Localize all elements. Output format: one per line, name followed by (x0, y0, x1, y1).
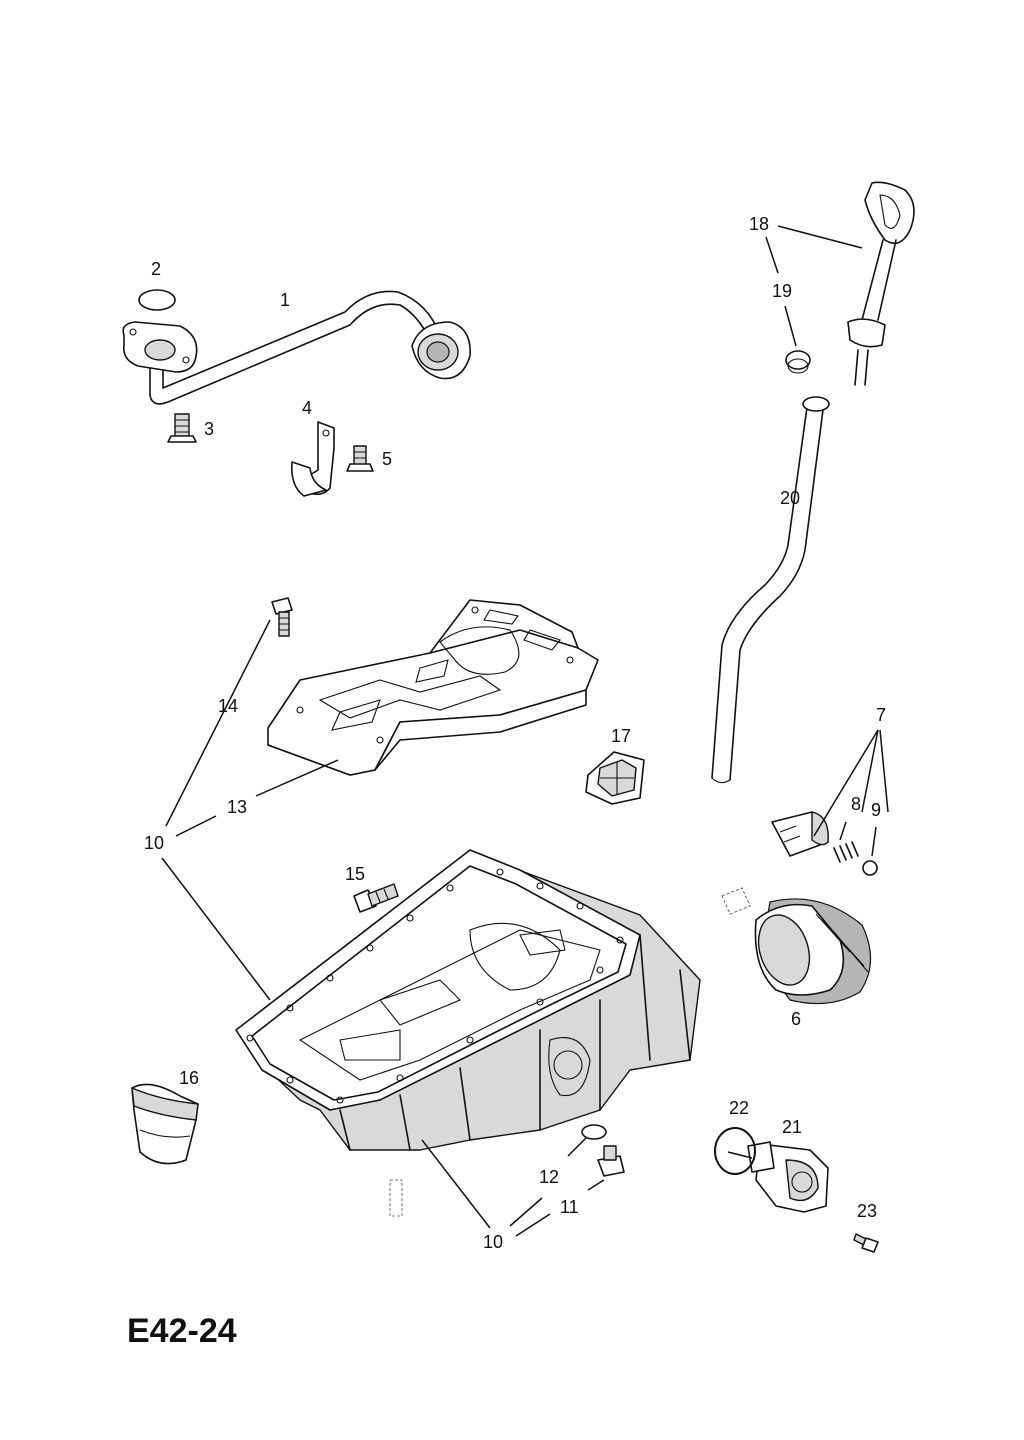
callout-14: 14 (218, 696, 238, 716)
callout-12: 12 (539, 1167, 559, 1187)
dipstick-seal-ring (785, 350, 811, 374)
drain-plug-washer (581, 1124, 607, 1140)
pipe-bracket (290, 421, 335, 497)
callout-7: 7 (876, 705, 886, 725)
oil-filter (754, 898, 872, 1005)
callout-21: 21 (782, 1117, 802, 1137)
baffle-bolt (271, 597, 293, 637)
callout-10-lower: 10 (483, 1232, 503, 1252)
callout-18: 18 (749, 214, 769, 234)
seal-ring (138, 289, 176, 311)
oil-strainer (585, 751, 645, 805)
callout-15: 15 (345, 864, 365, 884)
callout-16: 16 (179, 1068, 199, 1088)
oil-dipstick (847, 181, 915, 386)
callout-23: 23 (857, 1201, 877, 1221)
oil-pan (235, 849, 701, 1151)
housing-bolt (853, 1233, 879, 1253)
filter-housing (747, 1141, 829, 1213)
callout-2: 2 (151, 259, 161, 279)
housing-seal-ring (714, 1127, 756, 1175)
callout-8: 8 (851, 794, 861, 814)
relief-valve-plug (771, 811, 829, 857)
pan-stud (389, 1179, 403, 1217)
callout-1: 1 (280, 290, 290, 310)
callout-labels: 1 2 3 4 5 6 7 8 9 10 10 11 12 13 14 15 1… (144, 214, 886, 1252)
callout-20: 20 (780, 488, 800, 508)
oil-pickup-pipe (122, 290, 471, 405)
callout-11: 11 (560, 1197, 579, 1217)
dipstick-guide-tube (711, 396, 830, 784)
pan-bolt (353, 883, 399, 913)
baffle-plate (267, 599, 599, 776)
pipe-bolt (167, 413, 197, 443)
drain-plug (597, 1145, 625, 1177)
callout-6: 6 (791, 1009, 801, 1029)
bellows-cover (131, 1083, 199, 1165)
relief-valve-ball (862, 860, 878, 876)
callout-3: 3 (204, 419, 214, 439)
callout-13: 13 (227, 797, 247, 817)
callout-9: 9 (871, 800, 881, 820)
callout-17: 17 (611, 726, 631, 746)
bracket-bolt (346, 445, 374, 472)
callout-22: 22 (729, 1098, 749, 1118)
callout-5: 5 (382, 449, 392, 469)
leader-lines (161, 225, 889, 1237)
callout-10-upper: 10 (144, 833, 164, 853)
filter-nipple (721, 887, 751, 915)
callout-19: 19 (772, 281, 792, 301)
relief-valve-spring (833, 841, 859, 863)
diagram-reference-code: E42-24 (127, 1312, 237, 1350)
callout-4: 4 (302, 398, 312, 418)
